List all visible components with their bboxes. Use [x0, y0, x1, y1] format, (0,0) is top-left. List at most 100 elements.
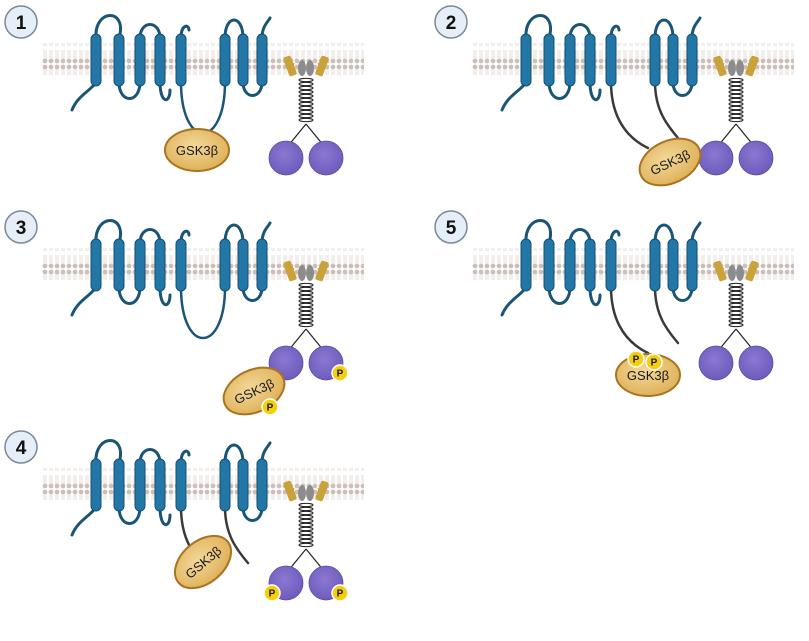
spring-coil — [298, 105, 314, 111]
extracellular-loop-4 — [223, 443, 245, 465]
receptor-spring — [298, 502, 314, 548]
spring-coil — [298, 310, 314, 316]
spring-coil — [298, 318, 314, 324]
receptor-head-right — [306, 60, 314, 76]
n-terminus — [500, 80, 528, 112]
step-number: 1 — [16, 13, 27, 34]
helix-1 — [90, 33, 102, 87]
helix-2 — [543, 238, 555, 292]
linker-left — [609, 285, 650, 355]
helix-1 — [520, 33, 532, 87]
helix-8 — [256, 458, 268, 512]
spring-coil — [298, 85, 314, 91]
intracellular-loop-1 — [117, 80, 142, 100]
helix-2 — [113, 458, 125, 512]
step-number: 5 — [446, 218, 457, 239]
spring-coil — [728, 109, 744, 115]
intracellular-loop-2 — [158, 505, 172, 526]
helix-6 — [219, 458, 231, 512]
receptor-head-left — [298, 265, 306, 281]
phospho-circle — [331, 364, 349, 382]
spring-coil — [298, 290, 314, 296]
spring-coil — [298, 526, 314, 532]
helix-8 — [686, 238, 698, 292]
spring-coil — [728, 105, 744, 111]
helix-3 — [134, 238, 146, 292]
intracellular-loop-1 — [547, 285, 572, 305]
extracellular-loop-1 — [94, 14, 122, 40]
spring-coil — [728, 298, 744, 304]
spring-coil — [728, 77, 744, 83]
spring-coil — [298, 538, 314, 544]
n-terminus — [70, 505, 98, 537]
receptor-spring — [728, 77, 744, 123]
linker-left — [609, 80, 650, 150]
gsk3b-kinase: GSK3β — [164, 128, 230, 172]
intracellular-loop-1 — [117, 285, 142, 305]
helix-3 — [134, 458, 146, 512]
cell-membrane — [42, 468, 364, 500]
helix-5 — [175, 238, 187, 292]
helix-3 — [564, 33, 576, 87]
phospho-circle — [331, 584, 349, 602]
spring-coil — [728, 294, 744, 300]
spring-coil — [728, 93, 744, 99]
transmembrane-helices — [520, 33, 698, 87]
receptor-domain-right — [308, 140, 344, 176]
spring-coil — [728, 113, 744, 119]
spring-coil — [298, 101, 314, 107]
n-terminus — [70, 80, 98, 112]
co-receptor — [268, 55, 344, 176]
receptor-arm-left — [283, 55, 297, 77]
linker-right — [653, 80, 680, 140]
helix-7 — [667, 238, 679, 292]
receptor-head-left — [728, 60, 736, 76]
receptor-domain-right — [738, 140, 774, 176]
spring-coil — [298, 294, 314, 300]
spring-coil — [728, 290, 744, 296]
phospho-circle — [645, 353, 663, 371]
receptor-head-left — [298, 485, 306, 501]
spring-coil — [298, 81, 314, 87]
linker-right — [653, 285, 680, 345]
spring-coil — [728, 314, 744, 320]
third-intracellular-loop — [179, 80, 227, 135]
spring-coil — [298, 502, 314, 508]
intracellular-linker — [179, 80, 227, 135]
helix-6 — [649, 238, 661, 292]
step-badge: 5 — [434, 210, 468, 244]
gsk3b-body — [164, 128, 230, 172]
cell-membrane — [472, 43, 794, 75]
spring-coil — [298, 302, 314, 308]
step-number: 4 — [16, 438, 27, 459]
spring-coil — [298, 113, 314, 119]
spring-coil — [728, 97, 744, 103]
helix-7 — [667, 33, 679, 87]
spring-coil — [298, 506, 314, 512]
receptor-arm-right — [315, 55, 329, 77]
gsk3b-body — [638, 137, 702, 187]
helix-5 — [605, 238, 617, 292]
spring-coil — [728, 322, 744, 328]
gsk3b-kinase: GSK3β — [174, 534, 232, 590]
step-badge-circle — [434, 210, 468, 244]
phospho-label: P — [651, 358, 658, 369]
step-number: 3 — [16, 218, 27, 239]
extracellular-loop-4 — [223, 18, 245, 40]
step-badge: 2 — [434, 5, 468, 39]
helix-4 — [584, 238, 596, 292]
receptor-arm-left — [283, 480, 297, 502]
receptor-head-left — [298, 60, 306, 76]
phospho-label: P — [337, 369, 344, 380]
gsk3b-phosphorylation: P — [627, 350, 645, 368]
intracellular-loop-1 — [547, 80, 572, 100]
receptor-domain-left — [268, 140, 304, 176]
gsk3b-label: GSK3β — [627, 368, 669, 383]
step-badge-circle — [4, 210, 38, 244]
step-number: 2 — [446, 13, 457, 34]
spring-coil — [298, 306, 314, 312]
receptor-domain-right — [738, 345, 774, 381]
